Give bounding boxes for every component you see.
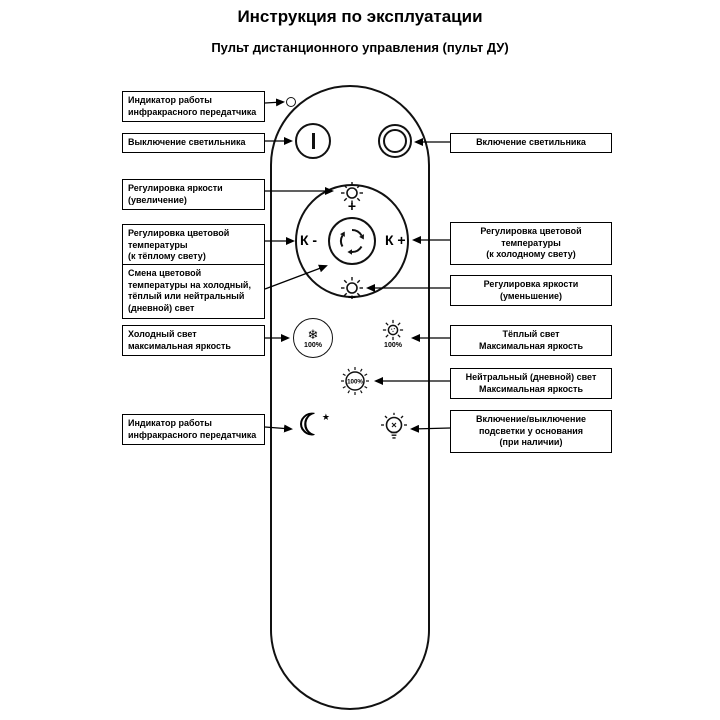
warm-sun-icon <box>382 319 404 341</box>
moon-icon: ☾ <box>298 409 325 442</box>
callout-temp-warm: Регулировка цветовой температуры (к тёпл… <box>122 224 265 268</box>
power-on-inner-ring <box>383 129 407 153</box>
recycle-arrows-icon <box>340 228 364 255</box>
callout-temp-cycle: Смена цветовой температуры на холодный, … <box>122 264 265 319</box>
callout-temp-cold: Регулировка цветовой температуры (к холо… <box>450 222 612 266</box>
k-minus-label: К - <box>300 232 318 248</box>
callout-warm-max: Тёплый свет Максимальная яркость <box>450 325 612 357</box>
night-mode-button: ☾ ★ <box>296 411 334 449</box>
neutral-percent-label: 100% <box>347 378 363 385</box>
remote-body <box>270 85 430 710</box>
arrow-ir-top <box>264 98 285 107</box>
cold-percent-label: 100% <box>304 341 322 349</box>
callout-base-backlight: Включение/выключение подсветки у основан… <box>450 410 612 454</box>
ir-indicator <box>286 97 296 107</box>
power-bar-icon <box>311 133 315 149</box>
power-off-button <box>295 123 331 159</box>
callout-power-on: Включение светильника <box>450 133 612 153</box>
warm-max-button: 100% <box>380 319 406 349</box>
neutral-max-button: 100% <box>341 367 369 395</box>
callout-brightness-up: Регулировка яркости (увеличение) <box>122 179 265 211</box>
callout-ir-indicator-bottom: Индикатор работы инфракрасного передатчи… <box>122 414 265 446</box>
sun-down-icon <box>341 277 363 299</box>
page-subtitle: Пульт дистанционного управления (пульт Д… <box>211 40 509 55</box>
minus-label: − <box>347 289 357 305</box>
k-plus-label: К + <box>385 232 406 248</box>
callout-power-off: Выключение светильника <box>122 133 265 153</box>
page-title: Инструкция по эксплуатации <box>237 7 483 26</box>
callout-brightness-down: Регулировка яркости (уменьшение) <box>450 275 612 307</box>
callout-ir-indicator-top: Индикатор работы инфракрасного передатчи… <box>122 91 265 123</box>
callout-neutral-max: Нейтральный (дневной) свет Максимальная … <box>450 368 612 400</box>
sun-up-icon <box>341 182 363 204</box>
star-icon: ★ <box>321 412 330 422</box>
warm-percent-label: 100% <box>384 342 402 349</box>
bulb-icon <box>381 412 407 439</box>
temp-cycle-button <box>328 217 376 265</box>
callout-cold-max: Холодный свет максимальная яркость <box>122 325 265 357</box>
plus-label: + <box>347 198 357 214</box>
cold-max-button: ❄ 100% <box>293 318 333 358</box>
snowflake-icon: ❄ <box>307 326 319 342</box>
